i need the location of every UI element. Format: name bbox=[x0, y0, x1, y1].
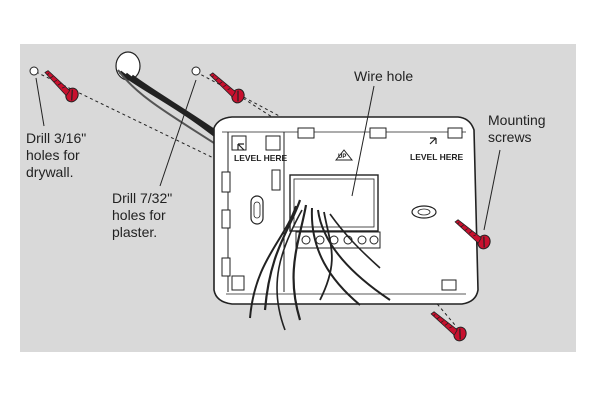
callout-leaders bbox=[35, 77, 501, 231]
level-here-right-label: LEVEL HERE bbox=[410, 152, 464, 162]
thermostat-wires bbox=[249, 199, 391, 331]
up-mark: UP bbox=[338, 154, 346, 160]
screw-icon bbox=[203, 71, 249, 106]
wire-hole-label: Wire hole bbox=[354, 68, 414, 84]
drill-hole-right bbox=[191, 66, 201, 76]
screw-icon bbox=[37, 69, 84, 105]
mounting-screws-label: Mounting screws bbox=[488, 112, 546, 145]
drill-plaster-label: Drill 7/32" holes for plaster. bbox=[112, 190, 173, 240]
drill-hole-left bbox=[29, 66, 39, 76]
mounting-screw-icon bbox=[425, 310, 471, 344]
drill-drywall-label: Drill 3/16" holes for drywall. bbox=[26, 130, 87, 180]
level-here-left-label: LEVEL HERE bbox=[234, 153, 288, 163]
thermostat-wallplate bbox=[213, 116, 479, 305]
